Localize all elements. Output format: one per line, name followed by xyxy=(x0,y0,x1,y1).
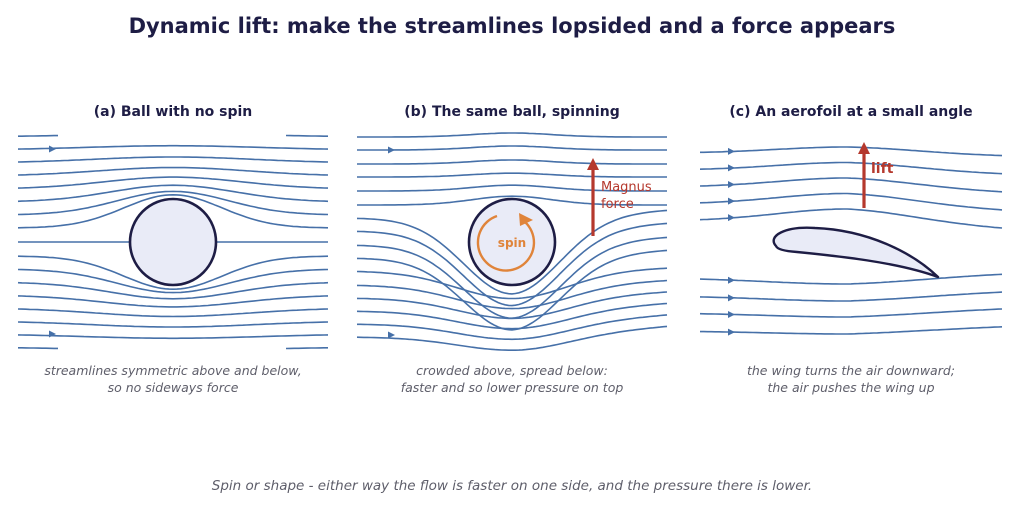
streamline xyxy=(285,347,328,350)
streamline xyxy=(700,146,1003,157)
streamline xyxy=(356,209,668,295)
page-title: Dynamic lift: make the streamlines lopsi… xyxy=(128,14,896,38)
ball-no-spin xyxy=(128,197,218,287)
panel-c-title: (c) An aerofoil at a small angle xyxy=(729,104,973,120)
streamline xyxy=(17,268,329,294)
spin-label: spin xyxy=(498,236,526,250)
flow-arrow xyxy=(728,294,735,302)
flow-arrow xyxy=(49,330,56,338)
streamline xyxy=(699,177,1003,193)
flow-arrow xyxy=(388,331,395,339)
streamline xyxy=(699,273,1003,285)
lift-arrow-head xyxy=(858,142,870,154)
panel-b-caption: crowded above, spread below: faster and … xyxy=(342,362,682,396)
streamline xyxy=(17,190,329,216)
panel-c-caption-line-1: the wing turns the air downward; xyxy=(746,363,955,378)
streamline xyxy=(357,195,667,206)
spin-arrowhead xyxy=(519,213,533,226)
lift-label: lift xyxy=(871,161,894,177)
panel-a-caption: streamlines symmetric above and below, s… xyxy=(3,362,343,396)
panel-b-title: (b) The same ball, spinning xyxy=(404,104,620,120)
panel-a-caption-line-2: so no sideways force xyxy=(107,380,239,395)
streamline xyxy=(17,321,329,328)
streamline xyxy=(357,145,667,151)
panel-a-diagram xyxy=(17,134,329,350)
panel-a-caption-line-1: streamlines symmetric above and below, xyxy=(44,363,302,378)
streamline xyxy=(699,161,1003,175)
streamline xyxy=(17,156,329,163)
flow-arrow xyxy=(728,311,735,319)
streamline xyxy=(17,176,329,189)
flow-arrow xyxy=(728,214,735,222)
streamline xyxy=(17,166,329,176)
streamline xyxy=(17,295,329,308)
flow-arrow xyxy=(388,146,395,154)
streamline xyxy=(699,208,1003,229)
flow-arrow xyxy=(728,328,735,336)
flow-arrow xyxy=(728,147,735,155)
magnus-force-label-line-1: Magnus xyxy=(601,180,652,195)
footer-note: Spin or shape - either way the flow is f… xyxy=(211,478,813,494)
streamline xyxy=(17,193,329,229)
aerofoil xyxy=(772,226,940,279)
streamline xyxy=(357,132,667,138)
streamline xyxy=(356,279,668,310)
panel-b-caption-line-1: crowded above, spread below: xyxy=(416,363,608,378)
streamline xyxy=(699,308,1003,318)
streamline xyxy=(699,192,1003,211)
streamline xyxy=(356,302,668,330)
panel-b-diagram: spin Magnus force xyxy=(356,132,668,351)
streamline xyxy=(17,144,329,150)
streamline xyxy=(357,184,667,192)
panel-a-title: (a) Ball with no spin xyxy=(93,104,253,120)
panel-c-caption-line-2: the air pushes the wing up xyxy=(767,380,935,395)
streamline xyxy=(17,281,329,300)
panel-c-diagram: lift xyxy=(699,142,1003,336)
streamline xyxy=(356,291,668,320)
flow-arrow xyxy=(728,164,735,172)
streamline xyxy=(356,249,668,331)
streamline xyxy=(357,159,667,165)
streamline xyxy=(356,325,668,351)
streamline xyxy=(18,134,58,137)
streamline xyxy=(699,291,1003,302)
panel-b-caption-line-2: faster and so lower pressure on top xyxy=(400,380,624,395)
streamline xyxy=(357,314,668,341)
streamline xyxy=(17,184,329,203)
streamline xyxy=(17,255,329,291)
streamline xyxy=(285,134,328,137)
magnus-force-arrow-head xyxy=(587,158,599,170)
flow-arrow xyxy=(49,145,56,153)
streamline xyxy=(356,267,668,300)
panel-c-caption: the wing turns the air downward; the air… xyxy=(681,362,1021,396)
magnus-force-label-line-2: force xyxy=(601,197,634,212)
flow-arrow xyxy=(728,180,735,188)
streamline xyxy=(17,334,329,340)
streamline xyxy=(700,326,1003,335)
streamline xyxy=(17,308,329,318)
streamline xyxy=(357,172,667,178)
flow-arrow xyxy=(728,276,735,284)
streamline xyxy=(18,347,58,350)
flow-arrow xyxy=(728,197,735,205)
spin-arc xyxy=(476,214,536,272)
streamline xyxy=(356,222,668,307)
